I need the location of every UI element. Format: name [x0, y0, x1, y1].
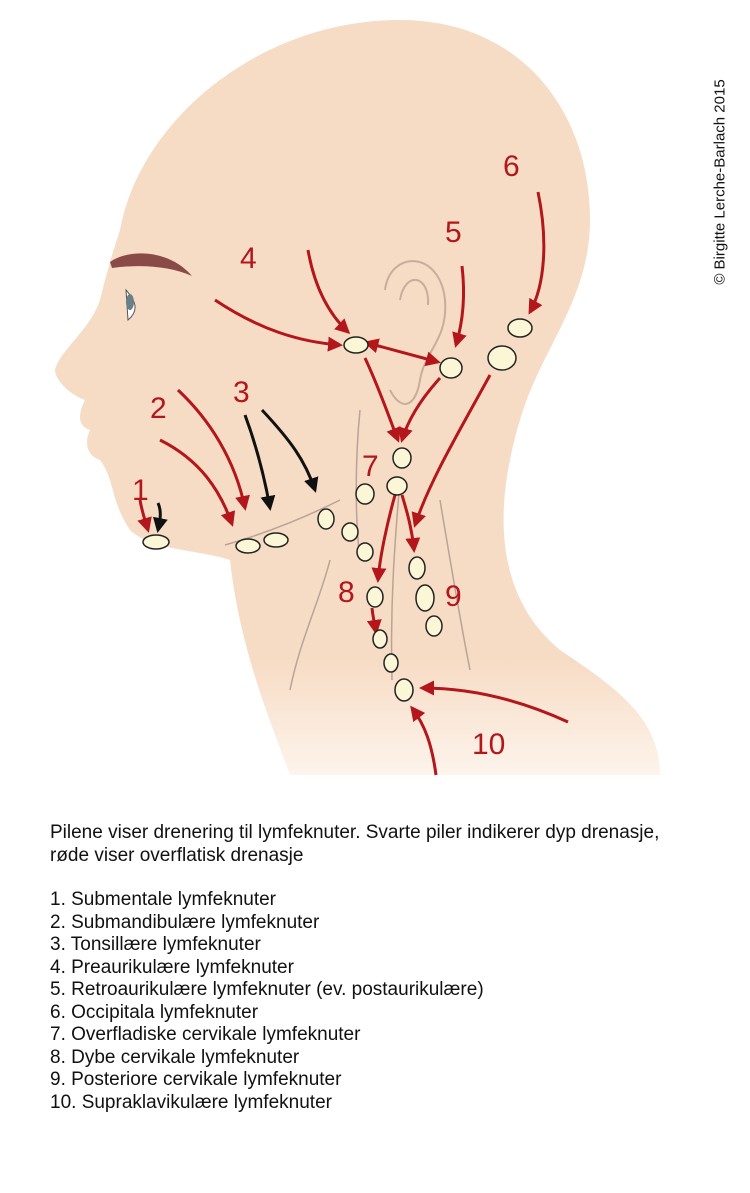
- lymph-node: [394, 678, 414, 702]
- lymph-node: [439, 357, 463, 379]
- legend-item: 1. Submentale lymfeknuter: [50, 889, 277, 910]
- eyebrow: [110, 253, 192, 276]
- legend-item: 9. Posteriore cervikale lymfeknuter: [50, 1069, 342, 1090]
- lymph-node: [366, 586, 384, 608]
- lymph-node: [415, 584, 435, 612]
- legend-item: 2. Submandibulære lymfeknuter: [50, 911, 320, 933]
- lymph-node: [487, 345, 517, 371]
- lymph-node: [343, 336, 369, 354]
- lymph-node: [392, 447, 412, 469]
- label-6: 6: [503, 150, 520, 183]
- neck-contours: [224, 409, 471, 691]
- legend-item: 7. Overfladiske cervikale lymfeknuter: [50, 1024, 361, 1045]
- legend-item: 8. Dybe cervikale lymfeknuter: [50, 1046, 300, 1068]
- legend-item: 10. Supraklavikulære lymfeknuter: [50, 1091, 332, 1113]
- lymph-node: [341, 522, 359, 542]
- region-numbers: 1 2 3 4 5 6 7 8 9 10: [132, 150, 520, 761]
- lymph-node: [383, 653, 399, 673]
- caption-block: Pilene viser drenering til lymfeknuter. …: [50, 822, 670, 1114]
- legend-list: 1. Submentale lymfeknuter 2. Submandibul…: [50, 889, 670, 1114]
- label-9: 9: [445, 580, 462, 613]
- copyright: © Birgitte Lerche-Barlach 2015: [711, 79, 729, 285]
- red-arrows: [137, 191, 569, 776]
- lymph-node: [372, 629, 388, 649]
- lymph-node: [356, 542, 374, 562]
- legend-item: 4. Preaurikulære lymfeknuter: [50, 956, 294, 978]
- lymph-node: [386, 476, 408, 496]
- legend-item: 6. Occipitala lymfeknuter: [50, 1001, 259, 1023]
- label-4: 4: [240, 242, 257, 275]
- label-3: 3: [233, 376, 250, 409]
- label-5: 5: [445, 216, 462, 249]
- label-8: 8: [338, 576, 355, 609]
- legend-item: 5. Retroaurikulære lymfeknuter (ev. post…: [50, 979, 484, 1000]
- lymph-node: [408, 556, 426, 580]
- label-1: 1: [132, 474, 149, 507]
- lymph-node: [235, 538, 261, 554]
- lymph-nodes: [142, 318, 533, 702]
- lymph-node: [317, 508, 335, 530]
- head-diagram: 1 2 3 4 5 6 7 8 9 10: [55, 20, 660, 776]
- label-2: 2: [150, 392, 167, 425]
- black-arrows: [152, 408, 319, 533]
- caption-text: Pilene viser drenering til lymfeknuter. …: [50, 822, 660, 866]
- legend-item: 3. Tonsillære lymfeknuter: [50, 934, 261, 955]
- ear: [384, 260, 447, 405]
- head-silhouette: [55, 20, 660, 775]
- label-7: 7: [362, 450, 379, 483]
- lymph-node: [355, 483, 375, 505]
- lymph-node: [263, 532, 289, 548]
- lymph-node: [507, 318, 533, 338]
- lymph-node: [425, 615, 443, 637]
- lymph-node: [142, 534, 170, 550]
- label-10: 10: [472, 728, 505, 761]
